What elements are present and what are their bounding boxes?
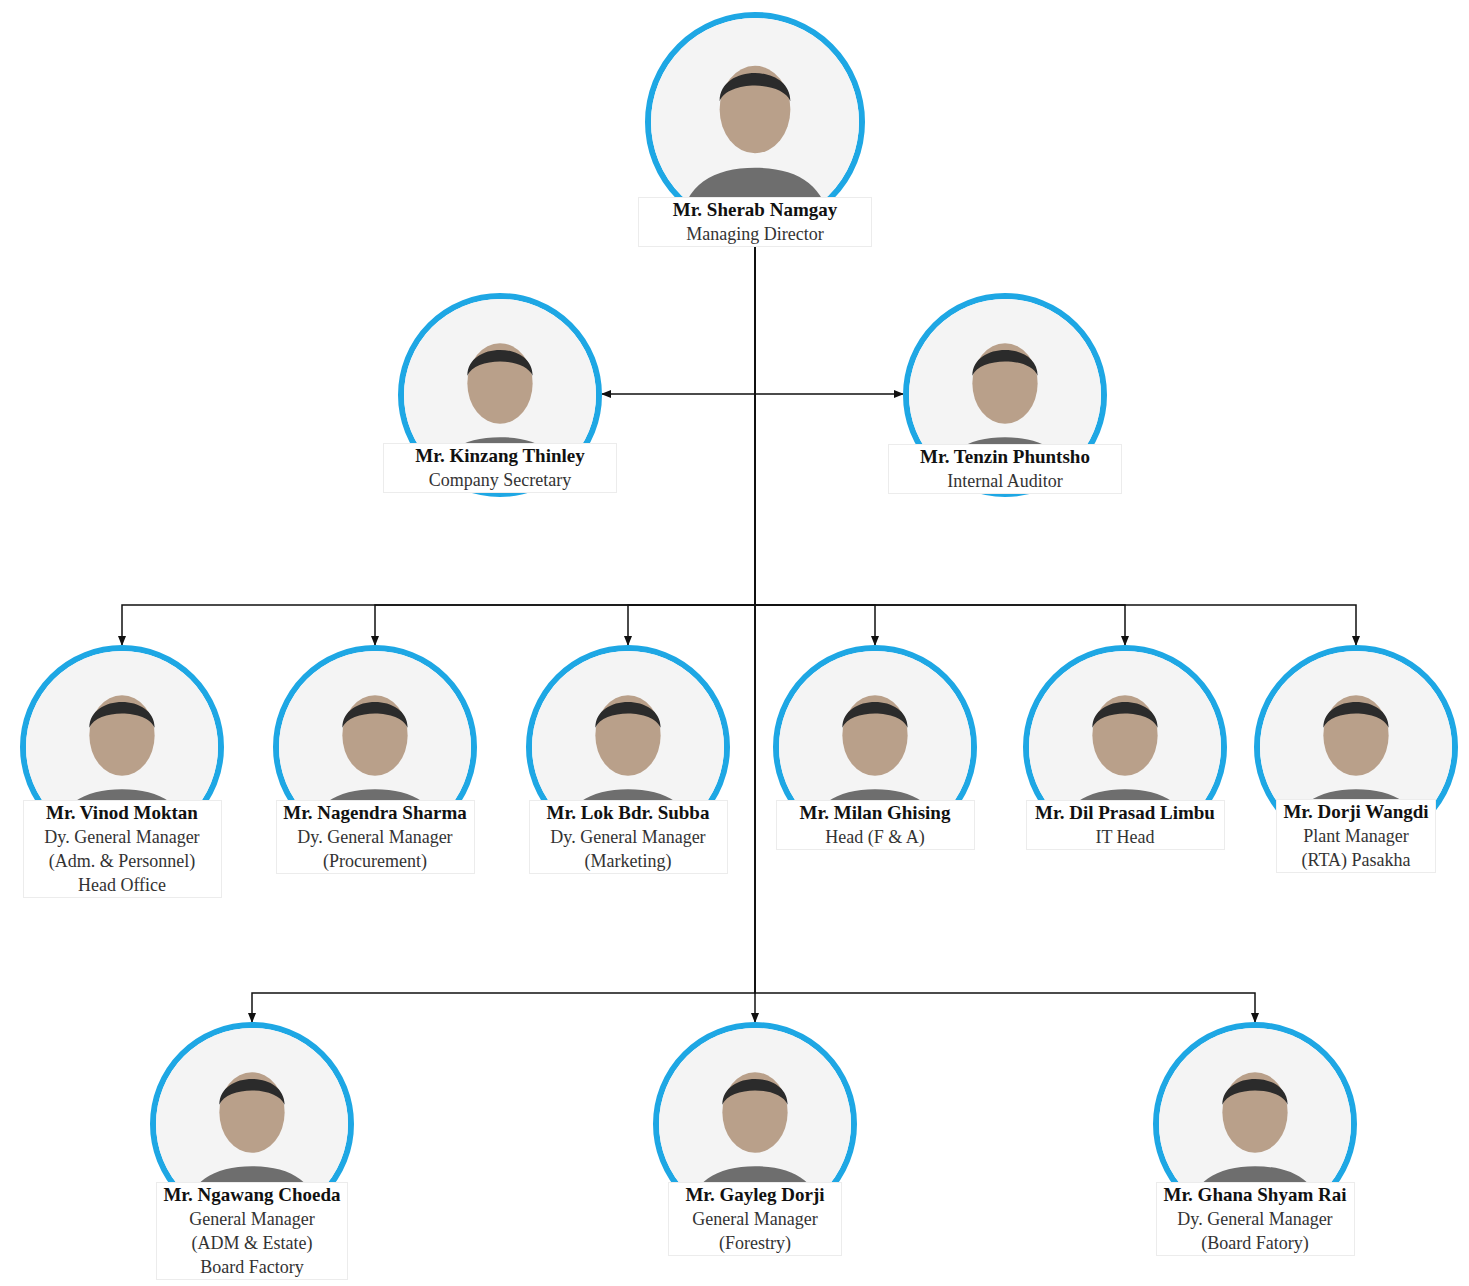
- name-plate: Mr. Kinzang ThinleyCompany Secretary: [383, 443, 617, 493]
- connector: [628, 247, 755, 645]
- person-name: Mr. Ngawang Choeda: [163, 1183, 341, 1207]
- person-node: Mr. Nagendra SharmaDy. General Manager (…: [273, 645, 477, 874]
- connector: [252, 247, 755, 1022]
- name-plate: Mr. Sherab NamgayManaging Director: [638, 197, 872, 247]
- person-node: Mr. Ngawang ChoedaGeneral Manager (ADM &…: [150, 1022, 354, 1280]
- job-title: Dy. General Manager (Adm. & Personnel) H…: [30, 825, 215, 897]
- job-title: Plant Manager (RTA) Pasakha: [1291, 824, 1421, 872]
- portrait-placeholder: [651, 18, 859, 226]
- person-name: Mr. Nagendra Sharma: [283, 801, 468, 825]
- person-node: Mr. Lok Bdr. SubbaDy. General Manager (M…: [526, 645, 730, 874]
- job-title: Head (F & A): [783, 825, 968, 849]
- name-plate: Mr. Dorji WangdiPlant Manager (RTA) Pasa…: [1276, 799, 1436, 873]
- person-name: Mr. Lok Bdr. Subba: [536, 801, 721, 825]
- job-title: General Manager (ADM & Estate) Board Fac…: [172, 1207, 332, 1279]
- connector: [122, 247, 755, 645]
- connector: [375, 247, 755, 645]
- job-title: IT Head: [1033, 825, 1218, 849]
- name-plate: Mr. Tenzin PhuntshoInternal Auditor: [888, 444, 1122, 494]
- person-name: Mr. Dil Prasad Limbu: [1033, 801, 1218, 825]
- job-title: General Manager (Forestry): [675, 1207, 835, 1255]
- job-title: Company Secretary: [390, 468, 610, 492]
- job-title: Internal Auditor: [895, 469, 1115, 493]
- person-name: Mr. Ghana Shyam Rai: [1163, 1183, 1348, 1207]
- person-node: Mr. Sherab NamgayManaging Director: [638, 12, 872, 247]
- person-name: Mr. Sherab Namgay: [645, 198, 865, 222]
- person-node: Mr. Tenzin PhuntshoInternal Auditor: [888, 293, 1122, 497]
- person-node: Mr. Ghana Shyam RaiDy. General Manager (…: [1153, 1022, 1357, 1256]
- person-name: Mr. Vinod Moktan: [30, 801, 215, 825]
- connector: [755, 247, 903, 394]
- connector: [602, 247, 755, 394]
- person-name: Mr. Kinzang Thinley: [390, 444, 610, 468]
- name-plate: Mr. Milan GhisingHead (F & A): [776, 800, 975, 850]
- job-title: Dy. General Manager (Marketing): [536, 825, 721, 873]
- person-name: Mr. Gayleg Dorji: [675, 1183, 835, 1207]
- person-name: Mr. Dorji Wangdi: [1283, 800, 1429, 824]
- job-title: Dy. General Manager (Procurement): [283, 825, 468, 873]
- job-title: Managing Director: [645, 222, 865, 246]
- person-node: Mr. Vinod MoktanDy. General Manager (Adm…: [20, 645, 224, 898]
- name-plate: Mr. Lok Bdr. SubbaDy. General Manager (M…: [529, 800, 728, 874]
- connector: [755, 247, 875, 645]
- person-node: Mr. Dorji WangdiPlant Manager (RTA) Pasa…: [1254, 645, 1458, 873]
- person-node: Mr. Gayleg DorjiGeneral Manager (Forestr…: [653, 1022, 857, 1256]
- connector: [755, 247, 1255, 1022]
- person-name: Mr. Tenzin Phuntsho: [895, 445, 1115, 469]
- name-plate: Mr. Gayleg DorjiGeneral Manager (Forestr…: [668, 1182, 842, 1256]
- person-node: Mr. Dil Prasad LimbuIT Head: [1023, 645, 1227, 850]
- name-plate: Mr. Ghana Shyam RaiDy. General Manager (…: [1156, 1182, 1355, 1256]
- connector: [755, 247, 1356, 645]
- connector: [755, 247, 1125, 645]
- name-plate: Mr. Nagendra SharmaDy. General Manager (…: [276, 800, 475, 874]
- job-title: Dy. General Manager (Board Fatory): [1163, 1207, 1348, 1255]
- person-node: Mr. Kinzang ThinleyCompany Secretary: [383, 293, 617, 497]
- person-node: Mr. Milan GhisingHead (F & A): [773, 645, 977, 850]
- name-plate: Mr. Dil Prasad LimbuIT Head: [1026, 800, 1225, 850]
- name-plate: Mr. Vinod MoktanDy. General Manager (Adm…: [23, 800, 222, 898]
- name-plate: Mr. Ngawang ChoedaGeneral Manager (ADM &…: [156, 1182, 348, 1280]
- person-name: Mr. Milan Ghising: [783, 801, 968, 825]
